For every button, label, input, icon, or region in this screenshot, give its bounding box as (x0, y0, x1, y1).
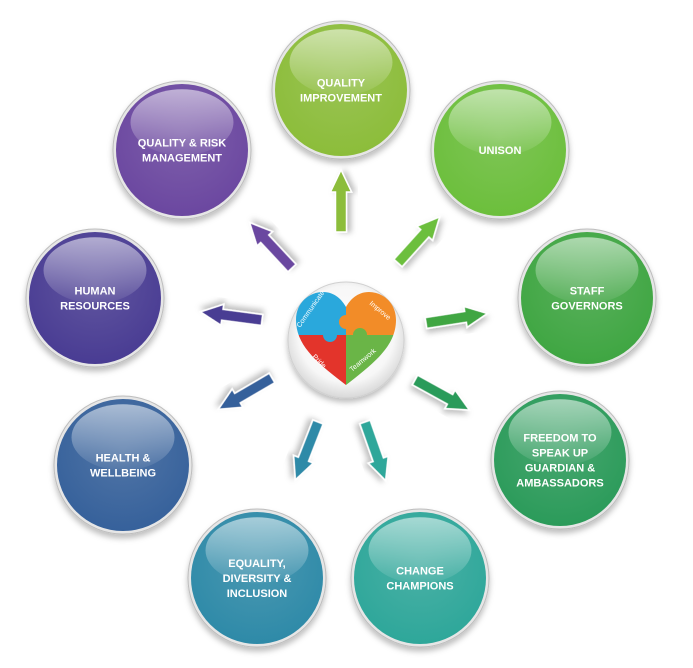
node-label-line: EQUALITY, (228, 558, 285, 570)
node-label-line: GUARDIAN & (525, 463, 595, 475)
arrow-change-champions (358, 419, 390, 483)
arrow-shape (248, 221, 298, 273)
node-freedom-to-speak-up: FREEDOM TO SPEAK UP GUARDIAN & AMBASSADORS (490, 390, 630, 530)
nodes-layer: QUALITY IMPROVEMENT UNISON STAFF GOVERNORS FR… (25, 20, 657, 648)
node-gloss (205, 517, 309, 584)
node-label-line: IMPROVEMENT (300, 93, 382, 105)
arrow-quality-risk-management (248, 221, 298, 273)
node-health-wellbeing: HEALTH & WELLBEING (53, 395, 193, 535)
puzzle-knob (353, 328, 367, 342)
arrow-shape (392, 215, 441, 268)
arrow-shape (292, 419, 325, 482)
node-label-line: CHAMPIONS (386, 581, 453, 593)
node-label-line: STAFF (570, 286, 605, 298)
arrow-shape (329, 168, 353, 233)
arrow-health-wellbeing (216, 372, 276, 411)
puzzle-knob (339, 315, 353, 329)
arrow-human-resources (198, 303, 264, 327)
arrow-shape (358, 419, 390, 483)
arrow-shape (424, 305, 489, 330)
node-label-line: FREEDOM TO (523, 433, 597, 445)
node-label-line: UNISON (479, 145, 522, 157)
node-gloss (448, 89, 552, 156)
arrow-staff-governors (424, 305, 489, 330)
arrow-shape (198, 303, 264, 327)
node-label-line: HUMAN (75, 286, 116, 298)
node-label-line: MANAGEMENT (142, 153, 222, 165)
node-label-line: QUALITY & RISK (138, 138, 226, 150)
node-label-line: HEALTH & (96, 453, 151, 465)
node-human-resources: HUMAN RESOURCES (25, 228, 165, 368)
node-label-line: QUALITY (317, 78, 366, 90)
node-gloss (289, 29, 393, 96)
node-label-line: CHANGE (396, 566, 444, 578)
node-gloss (535, 237, 639, 304)
arrow-unison (392, 215, 441, 268)
node-gloss (71, 404, 175, 471)
node-gloss (43, 237, 147, 304)
node-label-line: INCLUSION (227, 588, 288, 600)
node-label-line: DIVERSITY & (223, 573, 292, 585)
node-label-line: GOVERNORS (551, 301, 623, 313)
node-gloss (368, 517, 472, 584)
node-label-line: AMBASSADORS (516, 478, 603, 490)
node-gloss (508, 399, 612, 466)
node-label-line: WELLBEING (90, 468, 156, 480)
arrow-freedom-to-speak-up (411, 374, 471, 411)
node-gloss (130, 89, 234, 156)
node-equality-diversity-inclusion: EQUALITY, DIVERSITY & INCLUSION (187, 508, 327, 648)
node-label-line: RESOURCES (60, 301, 130, 313)
puzzle-knob (323, 328, 337, 342)
node-label-line: SPEAK UP (532, 448, 588, 460)
arrow-shape (216, 372, 276, 411)
node-staff-governors: STAFF GOVERNORS (517, 228, 657, 368)
center-heart-emblem: Communicate Improve Pride Teamwork (287, 281, 405, 399)
arrow-quality-improvement (329, 168, 353, 233)
node-unison: UNISON (430, 80, 570, 220)
node-quality-improvement: QUALITY IMPROVEMENT (271, 20, 411, 160)
arrow-equality-diversity-inclusion (292, 419, 325, 482)
arrows-layer (198, 168, 489, 483)
node-change-champions: CHANGE CHAMPIONS (350, 508, 490, 648)
arrow-shape (411, 374, 471, 411)
node-quality-risk-management: QUALITY & RISK MANAGEMENT (112, 80, 252, 220)
